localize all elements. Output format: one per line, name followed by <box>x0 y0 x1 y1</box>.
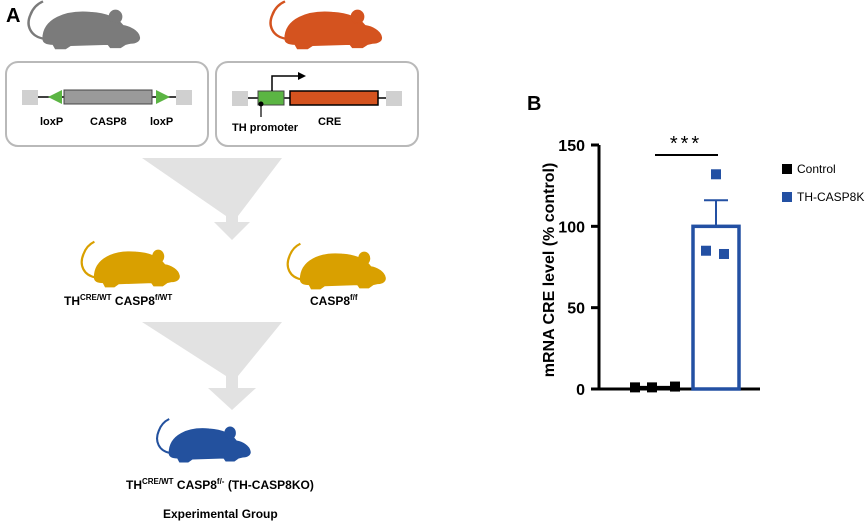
panel-b-label: B <box>527 93 541 115</box>
y-tick-label: 50 <box>567 301 585 318</box>
offspring-left-genotype: THCRE/WT CASP8f/WT <box>64 293 172 308</box>
data-point-th-casp8ko <box>711 169 721 180</box>
offspring-mouse-left <box>80 240 181 288</box>
offspring-mouse-right <box>286 242 387 290</box>
legend-label-control: Control <box>797 162 836 176</box>
y-tick-label: 100 <box>558 219 585 236</box>
data-point-control <box>630 382 640 393</box>
cre-label: CRE <box>318 116 341 128</box>
cross-arrow-2 <box>142 322 282 410</box>
significance-stars: *** <box>670 133 702 155</box>
data-point-th-casp8ko <box>719 248 729 259</box>
loxp-right-label: loxP <box>150 116 173 128</box>
casp8-floxed-construct: loxP CASP8 loxP <box>5 61 209 147</box>
experimental-genotype: THCRE/WT CASP8f/- (TH-CASP8KO) <box>126 477 314 492</box>
legend-swatch-control <box>782 164 792 174</box>
parent-mouse-gray <box>27 0 141 50</box>
y-tick-label: 150 <box>558 138 585 155</box>
experimental-mouse-blue <box>156 417 252 464</box>
panel-a-label: A <box>6 5 20 27</box>
data-point-control <box>647 382 657 393</box>
bar-th-casp8ko <box>691 224 741 391</box>
offspring-right-genotype: CASP8f/f <box>310 293 358 308</box>
parent-mouse-orange <box>269 0 383 50</box>
y-axis-title: mRNA CRE level (% control) <box>541 163 558 378</box>
legend-label-th-casp8ko: TH-CASP8KO <box>797 190 865 204</box>
legend-swatch-th-casp8ko <box>782 192 792 202</box>
casp8-gene-label: CASP8 <box>90 116 127 128</box>
th-promoter-label: TH promoter <box>232 122 299 134</box>
th-cre-construct: TH promoter CRE <box>215 61 419 147</box>
experimental-group-caption: Experimental Group <box>163 507 278 521</box>
data-point-th-casp8ko <box>701 245 711 256</box>
cross-arrow-1 <box>142 158 282 240</box>
loxp-left-label: loxP <box>40 116 63 128</box>
y-tick-label: 0 <box>576 382 585 399</box>
data-point-control <box>670 381 680 392</box>
